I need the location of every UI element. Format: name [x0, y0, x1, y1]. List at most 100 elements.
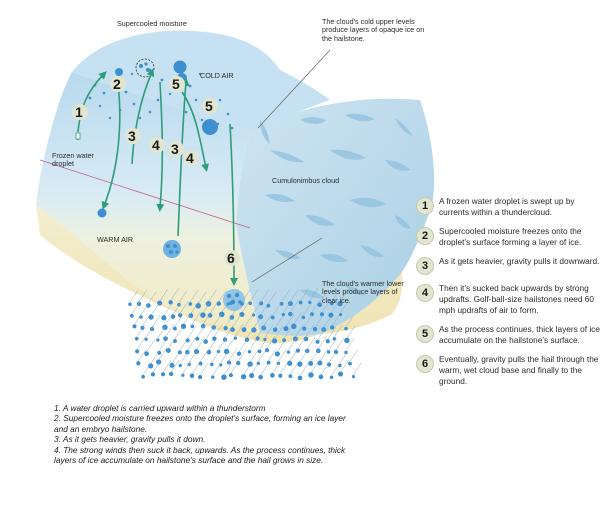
hailstone: [169, 362, 175, 368]
hail-streak: [304, 314, 313, 327]
hail-streak: [218, 289, 227, 302]
hail-streak: [164, 313, 174, 326]
hailstone: [301, 315, 306, 320]
hailstone: [168, 300, 173, 305]
hail-streak: [158, 338, 168, 351]
hailstone: [178, 313, 183, 318]
hail-streak: [235, 323, 244, 337]
hail-streak: [225, 313, 234, 327]
hail-streak: [209, 301, 219, 314]
hailstone: [264, 348, 269, 353]
hailstone: [344, 337, 350, 344]
hail-streak: [159, 288, 168, 302]
hailstone: [298, 300, 303, 305]
marker-5b: 5: [205, 98, 213, 114]
hail-streak: [353, 362, 362, 375]
hail-streak: [346, 326, 356, 339]
hailstone: [240, 301, 244, 306]
cloud-warm-base: [36, 205, 403, 344]
hailstone: [206, 349, 212, 355]
hail-streak: [221, 300, 230, 313]
hail-streak: [309, 288, 319, 301]
hailstone: [315, 339, 320, 344]
hailstone: [139, 315, 143, 319]
hailstone: [266, 360, 271, 365]
frozen-droplet-marker: [75, 132, 81, 140]
hailstone: [230, 327, 235, 332]
hail-streak: [158, 347, 167, 361]
label-warm-lower-levels: The cloud’s warmer lower levels produce …: [322, 279, 404, 305]
hail-streak: [307, 336, 316, 350]
hail-streak: [213, 313, 222, 326]
hail-streak: [268, 291, 277, 304]
hailstone: [330, 325, 335, 330]
hail-streak: [174, 314, 184, 327]
hail-streak: [266, 336, 276, 349]
hail-streak: [136, 337, 146, 350]
hailstone: [288, 311, 293, 317]
cloud-front-face: [36, 72, 262, 342]
hail-streak: [168, 336, 177, 349]
supercooled-highlight-circle: [135, 58, 155, 78]
hail-streak: [170, 359, 180, 373]
hail-streak: [328, 350, 338, 363]
note-3: 3. As it gets heavier, gravity pulls it …: [54, 434, 206, 445]
marker-3b: 3: [171, 141, 179, 157]
hail-streak: [321, 300, 331, 313]
hail-streak: [249, 289, 259, 302]
hailstone: [226, 360, 231, 365]
hailstone: [129, 313, 134, 318]
hail-streak: [179, 338, 189, 351]
hail-streak: [331, 363, 340, 376]
hailstone: [302, 326, 307, 331]
step-badge: 3: [416, 257, 434, 275]
hailstone: [351, 375, 356, 379]
hailstone: [146, 303, 151, 308]
hail-streak: [299, 363, 309, 377]
hailstone: [128, 302, 132, 306]
marker-2: 2: [113, 76, 121, 92]
hail-streak: [192, 312, 201, 325]
marker-6: 6: [227, 250, 235, 266]
hailstone: [272, 327, 278, 332]
hail-streak: [172, 302, 182, 315]
summary-notes: 1. A water droplet is carried upward wit…: [54, 403, 350, 465]
hail-streak: [318, 336, 327, 350]
hail-streak: [285, 314, 295, 327]
hailstone: [259, 301, 264, 306]
hail-streak: [293, 312, 302, 325]
hail-streak: [340, 359, 349, 373]
hailstone: [338, 363, 342, 368]
hailstone: [344, 326, 348, 331]
hail-streak: [303, 303, 312, 316]
hail-streak: [187, 326, 196, 339]
hailstone: [270, 373, 275, 378]
label-cumulonimbus-cloud: Cumulonimbus cloud: [272, 176, 340, 185]
hail-streak: [345, 338, 355, 351]
hail-streak: [182, 361, 192, 374]
hail-streak: [163, 303, 173, 316]
hail-streak: [299, 349, 309, 363]
hail-streak: [259, 337, 268, 350]
hail-streak: [226, 337, 235, 350]
hail-streak: [253, 300, 262, 314]
hail-streak: [277, 339, 286, 353]
hail-streak: [243, 362, 252, 375]
hailstone: [258, 374, 263, 380]
hail-streak: [208, 337, 218, 351]
hail-streak: [150, 302, 160, 316]
marker-4a: 4: [152, 137, 160, 153]
hail-streak: [199, 363, 209, 376]
hail-streak: [196, 337, 205, 350]
hail-streak: [150, 351, 159, 364]
hail-streak: [283, 326, 293, 339]
hail-streak: [148, 291, 157, 304]
hailstone: [212, 336, 217, 341]
hailstone: [287, 301, 293, 307]
note-1: 1. A water droplet is carried upward wit…: [54, 403, 266, 413]
hail-streak: [179, 301, 189, 314]
hailstone: [274, 351, 280, 357]
